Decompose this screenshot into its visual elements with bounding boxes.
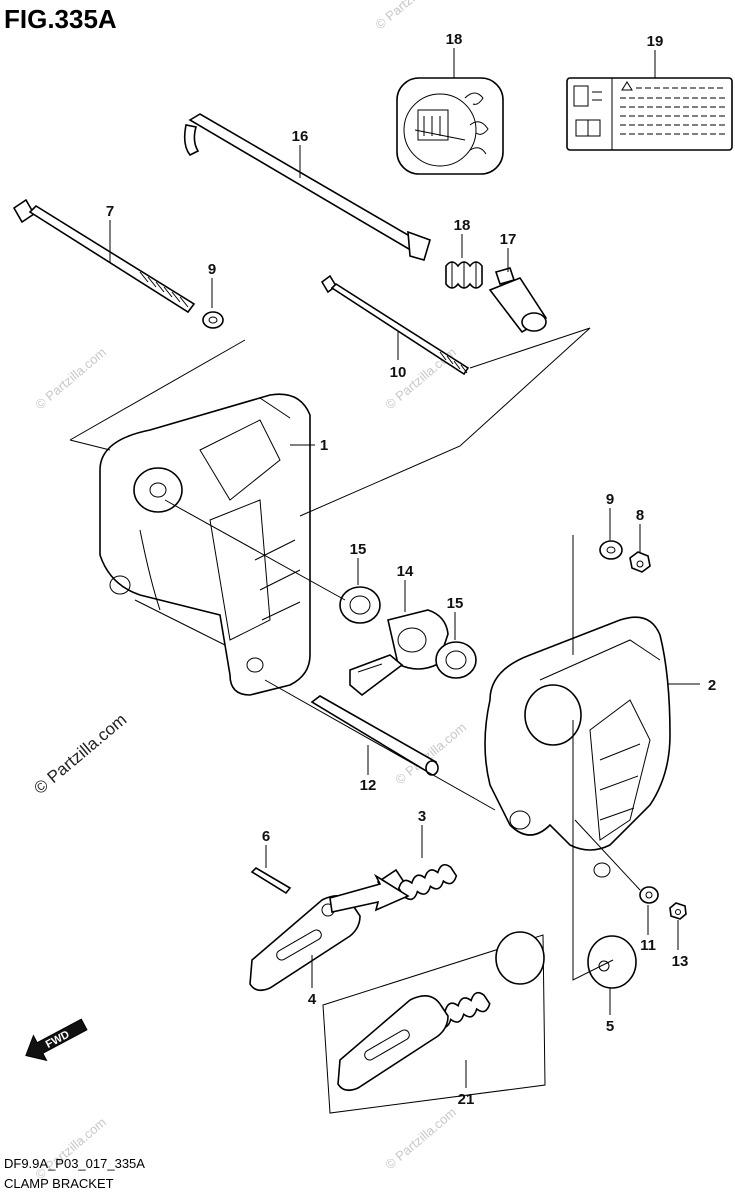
callout-14: 14 (397, 563, 414, 580)
callout-2: 2 (708, 677, 716, 694)
plate-part-14 (349, 609, 449, 697)
watermark: © Partzilla.com (372, 0, 449, 32)
watermark: © Partzilla.com (382, 1104, 459, 1172)
callout-7: 7 (106, 203, 114, 220)
callout-9-upper: 9 (208, 261, 216, 278)
clamp-bracket-part-1 (99, 393, 311, 696)
figure-title: FIG.335A (4, 4, 117, 34)
nut-part-13 (669, 902, 687, 920)
assembly-lines (69, 327, 641, 981)
callout-19: 18 (446, 31, 463, 48)
watermark: © Partzilla.com (30, 710, 130, 798)
fwd-arrow: FWD (25, 1018, 88, 1062)
nut-part-8 (629, 551, 651, 573)
callout-6: 6 (262, 828, 270, 845)
watermark: © Partzilla.com (32, 344, 109, 412)
assembly-arrow (329, 873, 410, 913)
callout-10: 10 (390, 364, 407, 381)
callout-13: 13 (672, 953, 689, 970)
clamp-bracket-part-2 (484, 616, 671, 878)
callout-8: 8 (636, 507, 644, 524)
callout-16: 16 (292, 128, 309, 145)
spring-part-18 (445, 261, 483, 289)
washer-part-9-upper (202, 311, 224, 329)
callout-21: 21 (458, 1091, 475, 1108)
leader-lines (109, 48, 700, 1088)
callout-1: 1 (320, 437, 328, 454)
watermark: © Partzilla.com (32, 1114, 109, 1182)
callout-5: 5 (606, 1018, 614, 1035)
label-part-19 (396, 77, 504, 175)
bushing-part-15-lower (435, 641, 477, 679)
callout-15-upper: 15 (350, 541, 367, 558)
knob-part-17 (488, 267, 548, 334)
bolt-part-10 (320, 274, 470, 376)
callout-11: 11 (640, 937, 656, 954)
callouts: 18 19 7 9 16 18 17 10 1 15 14 15 9 8 2 1… (106, 31, 716, 1108)
washer-part-9-right (599, 540, 623, 560)
callout-20: 19 (647, 33, 664, 50)
callout-3: 3 (418, 808, 426, 825)
callout-4: 4 (308, 991, 317, 1008)
caution-label-part-20 (566, 77, 733, 151)
bushing-part-15-upper (339, 586, 381, 624)
label-dash-lines (620, 87, 726, 135)
callout-12: 12 (360, 777, 377, 794)
washer-part-11 (639, 886, 659, 904)
fwd-label: FWD (44, 1028, 72, 1050)
pad-part-5 (587, 935, 637, 989)
rod-part-16 (183, 113, 431, 261)
callout-15-lower: 15 (447, 595, 464, 612)
figure-name: CLAMP BRACKET (4, 1176, 114, 1191)
callout-18: 18 (454, 217, 471, 234)
pin-part-6 (250, 866, 292, 895)
callout-17: 17 (500, 231, 517, 248)
fwd-arrow-icon (25, 1018, 88, 1062)
shaft-part-12 (310, 695, 439, 776)
bolt-part-7 (12, 198, 196, 314)
clamp-screw-assembly-part-21 (322, 931, 546, 1114)
figure-code: DF9.9A_P03_017_335A (4, 1156, 145, 1171)
callout-9-right: 9 (606, 491, 614, 508)
